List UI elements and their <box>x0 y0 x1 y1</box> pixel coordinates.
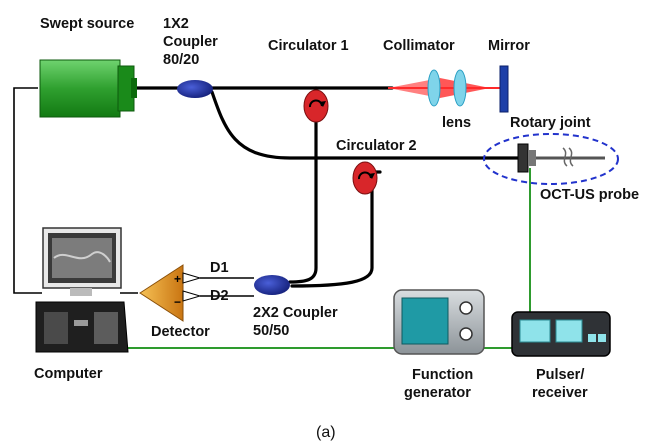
figure-caption: (a) <box>316 424 336 441</box>
coupler1-label-3: 80/20 <box>163 52 199 68</box>
coupler2-label-2: 50/50 <box>253 323 289 339</box>
detector-label: Detector <box>151 324 210 340</box>
rotary-joint-label: Rotary joint <box>510 115 591 131</box>
computer <box>35 227 129 353</box>
d2-label: D2 <box>210 288 229 304</box>
pulser-label-2: receiver <box>532 385 588 401</box>
pulser-label-1: Pulser/ <box>536 367 584 383</box>
collimator-beam <box>388 78 500 98</box>
coupler1-label-2: Coupler <box>163 34 218 50</box>
function-generator-label-1: Function <box>412 367 473 383</box>
lens-1 <box>427 69 441 107</box>
d1-label: D1 <box>210 260 229 276</box>
circulator-2 <box>352 161 378 195</box>
svg-text:+: + <box>174 272 181 286</box>
detector: + − <box>139 264 202 322</box>
circulator-1 <box>303 89 329 123</box>
mirror <box>499 65 509 113</box>
coupler-1x2 <box>177 80 213 98</box>
coupler2-label-1: 2X2 Coupler <box>253 305 338 321</box>
collimator-label: Collimator <box>383 38 455 54</box>
function-generator-label-2: generator <box>404 385 471 401</box>
pulser-receiver <box>511 311 611 357</box>
mirror-label: Mirror <box>488 38 530 54</box>
lens-label: lens <box>442 115 471 131</box>
lens-2 <box>453 69 467 107</box>
circulator2-label: Circulator 2 <box>336 138 417 154</box>
probe-label: OCT-US probe <box>540 187 639 203</box>
coupler1-label-1: 1X2 <box>163 16 189 32</box>
computer-label: Computer <box>34 366 103 382</box>
rotary-joint <box>517 143 605 173</box>
swept-source <box>39 59 137 118</box>
signal-wires <box>125 168 531 349</box>
swept-source-label: Swept source <box>40 16 134 32</box>
circulator1-label: Circulator 1 <box>268 38 349 54</box>
svg-text:−: − <box>174 295 181 309</box>
coupler-2x2 <box>254 275 290 295</box>
probe-region-dashed <box>483 133 619 185</box>
function-generator <box>393 289 485 355</box>
